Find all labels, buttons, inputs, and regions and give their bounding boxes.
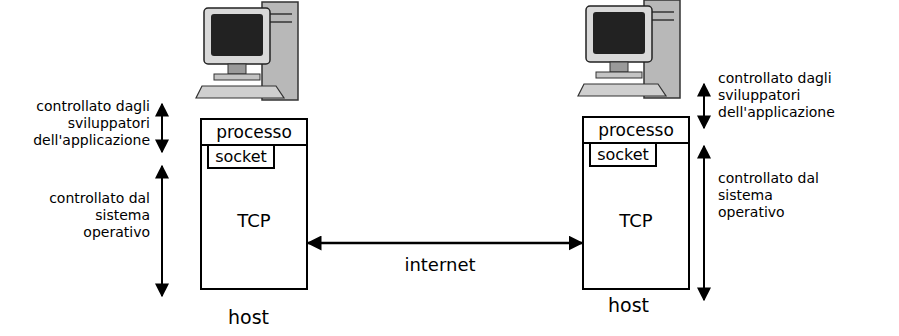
cloud-shape <box>345 140 535 334</box>
annotation: controllato dagli sviluppatori dell'appl… <box>718 70 878 120</box>
host-label: host <box>608 294 688 317</box>
computer-icon <box>196 2 298 100</box>
node-text: socket <box>597 145 649 164</box>
node-text: processo <box>598 120 674 140</box>
node-text: socket <box>215 147 267 166</box>
cloud-outline <box>353 146 533 332</box>
socket-box: socket <box>207 144 275 169</box>
host-label: host <box>228 306 308 329</box>
range-arrow <box>161 104 163 152</box>
node-text: processo <box>216 122 292 142</box>
node-text: TCP <box>619 210 652 232</box>
process-box: processo <box>200 118 308 146</box>
tcp-box: TCP processo socket <box>200 118 308 290</box>
node-text: TCP <box>237 210 270 232</box>
range-arrow <box>703 84 705 128</box>
process-box: processo <box>582 116 690 144</box>
connection-arrow <box>308 242 582 245</box>
socket-box: socket <box>589 142 657 167</box>
node-text: internet <box>404 254 475 276</box>
annotation: controllato dagli sviluppatori dell'appl… <box>4 98 150 148</box>
range-arrow <box>703 146 705 300</box>
tcp-box: TCP processo socket <box>582 116 690 290</box>
computer-icon <box>578 0 680 98</box>
annotation: controllato dal sistema operativo <box>26 190 150 240</box>
annotation: controllato dal sistema operativo <box>718 170 842 220</box>
internet-cloud: internet <box>345 140 535 334</box>
range-arrow <box>161 166 163 296</box>
